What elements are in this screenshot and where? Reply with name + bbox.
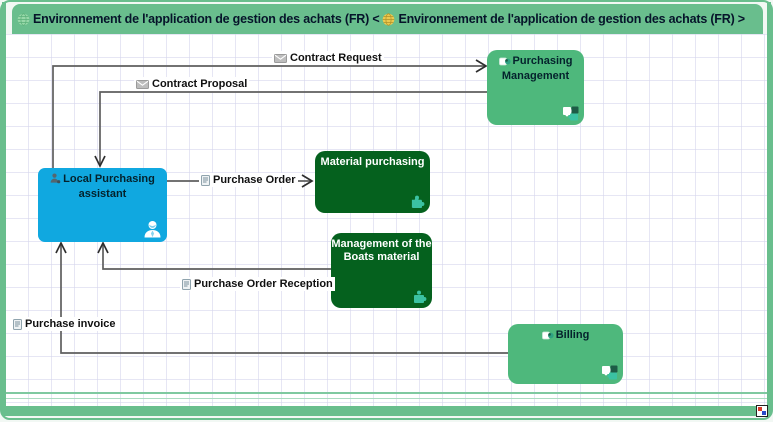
document-icon xyxy=(182,278,191,290)
flow-label-purchase-order[interactable]: Purchase Order xyxy=(199,173,298,187)
flow-label-purchase-invoice[interactable]: Purchase invoice xyxy=(11,317,118,331)
frame-right-edge xyxy=(767,2,771,408)
node-label-text: Billing xyxy=(555,329,590,341)
node-label: Purchasing Management xyxy=(487,50,584,83)
flow-label-text: Contract Proposal xyxy=(152,78,248,90)
component-mini-icon xyxy=(498,57,511,70)
puzzle-pair-icon xyxy=(601,365,618,380)
document-icon xyxy=(13,318,22,330)
flow-label-text: Contract Request xyxy=(290,52,382,64)
node-purchasing-management[interactable]: Purchasing Management xyxy=(487,50,584,125)
package-bottom-edge xyxy=(6,392,767,394)
flow-label-text: Purchase invoice xyxy=(25,318,116,330)
puzzle-icon xyxy=(410,195,425,209)
node-label-text: Local Purchasing assistant xyxy=(63,173,155,200)
person-mini-icon xyxy=(50,173,61,188)
node-label: Management of the Boats material xyxy=(331,233,432,264)
resize-corner-icon[interactable] xyxy=(756,404,768,417)
node-label: Local Purchasing assistant xyxy=(38,168,167,201)
node-label: Billing xyxy=(508,324,623,344)
node-label-text: Management of the Boats material xyxy=(331,238,432,263)
frame-left-edge xyxy=(2,2,6,408)
node-label-text: Material purchasing xyxy=(320,156,425,168)
node-local-purchasing-assistant[interactable]: Local Purchasing assistant xyxy=(38,168,167,242)
globe-yellow-icon xyxy=(382,12,395,26)
flow-label-contract-request[interactable]: Contract Request xyxy=(272,51,384,65)
node-boats-material[interactable]: Management of the Boats material xyxy=(331,233,432,308)
node-label-text: Purchasing Management xyxy=(501,55,573,82)
globe-green-icon xyxy=(17,12,30,26)
envelope-icon xyxy=(136,79,149,89)
envelope-icon xyxy=(274,53,287,63)
diagram-title-bar[interactable]: Environnement de l'application de gestio… xyxy=(12,4,763,34)
puzzle-pair-icon xyxy=(562,106,579,121)
document-icon xyxy=(201,174,210,186)
node-material-purchasing[interactable]: Material purchasing xyxy=(315,151,430,213)
node-billing[interactable]: Billing xyxy=(508,324,623,384)
package-bottom-edge-inner xyxy=(6,398,767,399)
frame-bottom-edge xyxy=(2,406,771,416)
node-label: Material purchasing xyxy=(315,151,430,169)
component-mini-icon xyxy=(541,331,554,344)
flow-label-text: Purchase Order Reception xyxy=(194,278,333,290)
flow-label-purchase-order-reception[interactable]: Purchase Order Reception xyxy=(180,277,335,291)
puzzle-icon xyxy=(412,290,427,304)
person-icon xyxy=(143,220,162,238)
diagram-title-left: Environnement de l'application de gestio… xyxy=(33,12,380,26)
diagram-title-right: Environnement de l'application de gestio… xyxy=(398,12,745,26)
flow-label-contract-proposal[interactable]: Contract Proposal xyxy=(134,77,250,91)
flow-label-text: Purchase Order xyxy=(213,174,296,186)
